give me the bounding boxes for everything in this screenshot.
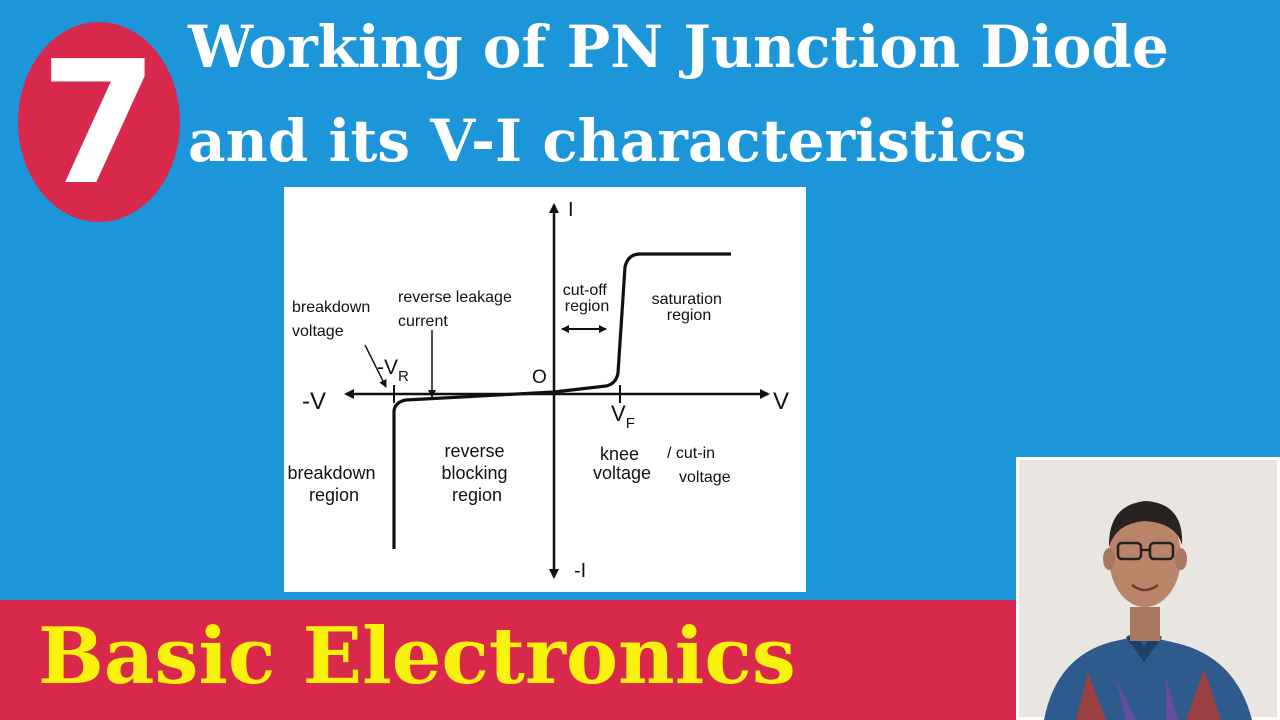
origin-label: O [532,367,547,388]
breakdown-region-label: breakdown region [287,463,380,505]
x-axis-negative-label: -V [302,388,326,415]
reverse-blocking-region-label: reverse blocking region [441,441,512,505]
episode-number-badge: 7 [18,22,180,222]
footer-title: Basic Electronics [38,611,796,702]
x-axis-label: V [773,388,789,415]
presenter-photo [1016,457,1280,720]
vi-characteristics-diagram: I -I V -V O -VR VF breakdown voltage rev… [284,187,806,592]
y-axis-negative-label: -I [574,560,586,582]
cutoff-region-label: cut-off region [563,282,612,315]
cut-in-voltage-label: / cut-in voltage [667,445,731,486]
reverse-leakage-current-label: reverse leakage current [398,289,516,330]
presenter-webcam-frame [1016,457,1280,720]
forward-voltage-symbol: VF [611,401,635,432]
breakdown-voltage-label: breakdown voltage [292,299,375,340]
video-title-line-1: Working of PN Junction Diode [188,13,1169,81]
y-axis-label: I [568,199,574,221]
diode-characteristic-curve [392,252,731,549]
knee-voltage-label: knee voltage [593,444,651,483]
episode-number: 7 [39,25,159,223]
reverse-breakdown-voltage-symbol: -VR [377,356,409,385]
breakdown-voltage-pointer [364,344,387,388]
video-title-line-2: and its V-I characteristics [188,107,1027,175]
saturation-region-label: saturation region [652,291,727,324]
